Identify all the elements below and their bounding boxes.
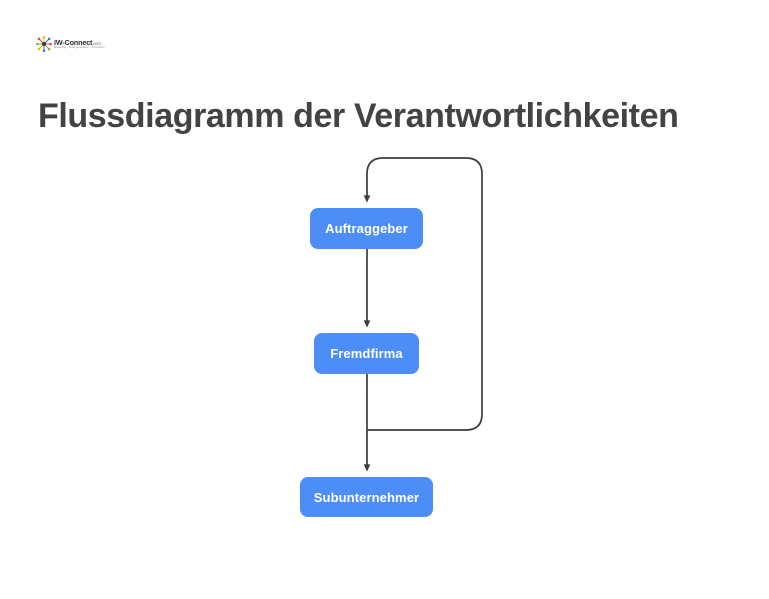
logo-domain-suffix: .com [92, 40, 101, 46]
page-title: Flussdiagramm der Verantwortlichkeiten [38, 96, 679, 135]
flowchart-node-subunternehmer[interactable]: Subunternehmer [300, 477, 433, 517]
edge-loop-back-to-auftraggeber [363, 157, 483, 431]
burst-icon [36, 36, 52, 52]
logo-text: IW-Connect.com Marketing - Lead generati… [54, 37, 105, 50]
logo-tagline: Marketing - Lead generation - Innovation [54, 45, 105, 49]
flowchart-node-auftraggeber[interactable]: Auftraggeber [310, 208, 423, 249]
flowchart-node-fremdfirma[interactable]: Fremdfirma [314, 333, 419, 374]
iw-connect-logo[interactable]: IW-Connect.com Marketing - Lead generati… [36, 34, 105, 54]
logo-brand: IW-Connect [54, 37, 93, 47]
